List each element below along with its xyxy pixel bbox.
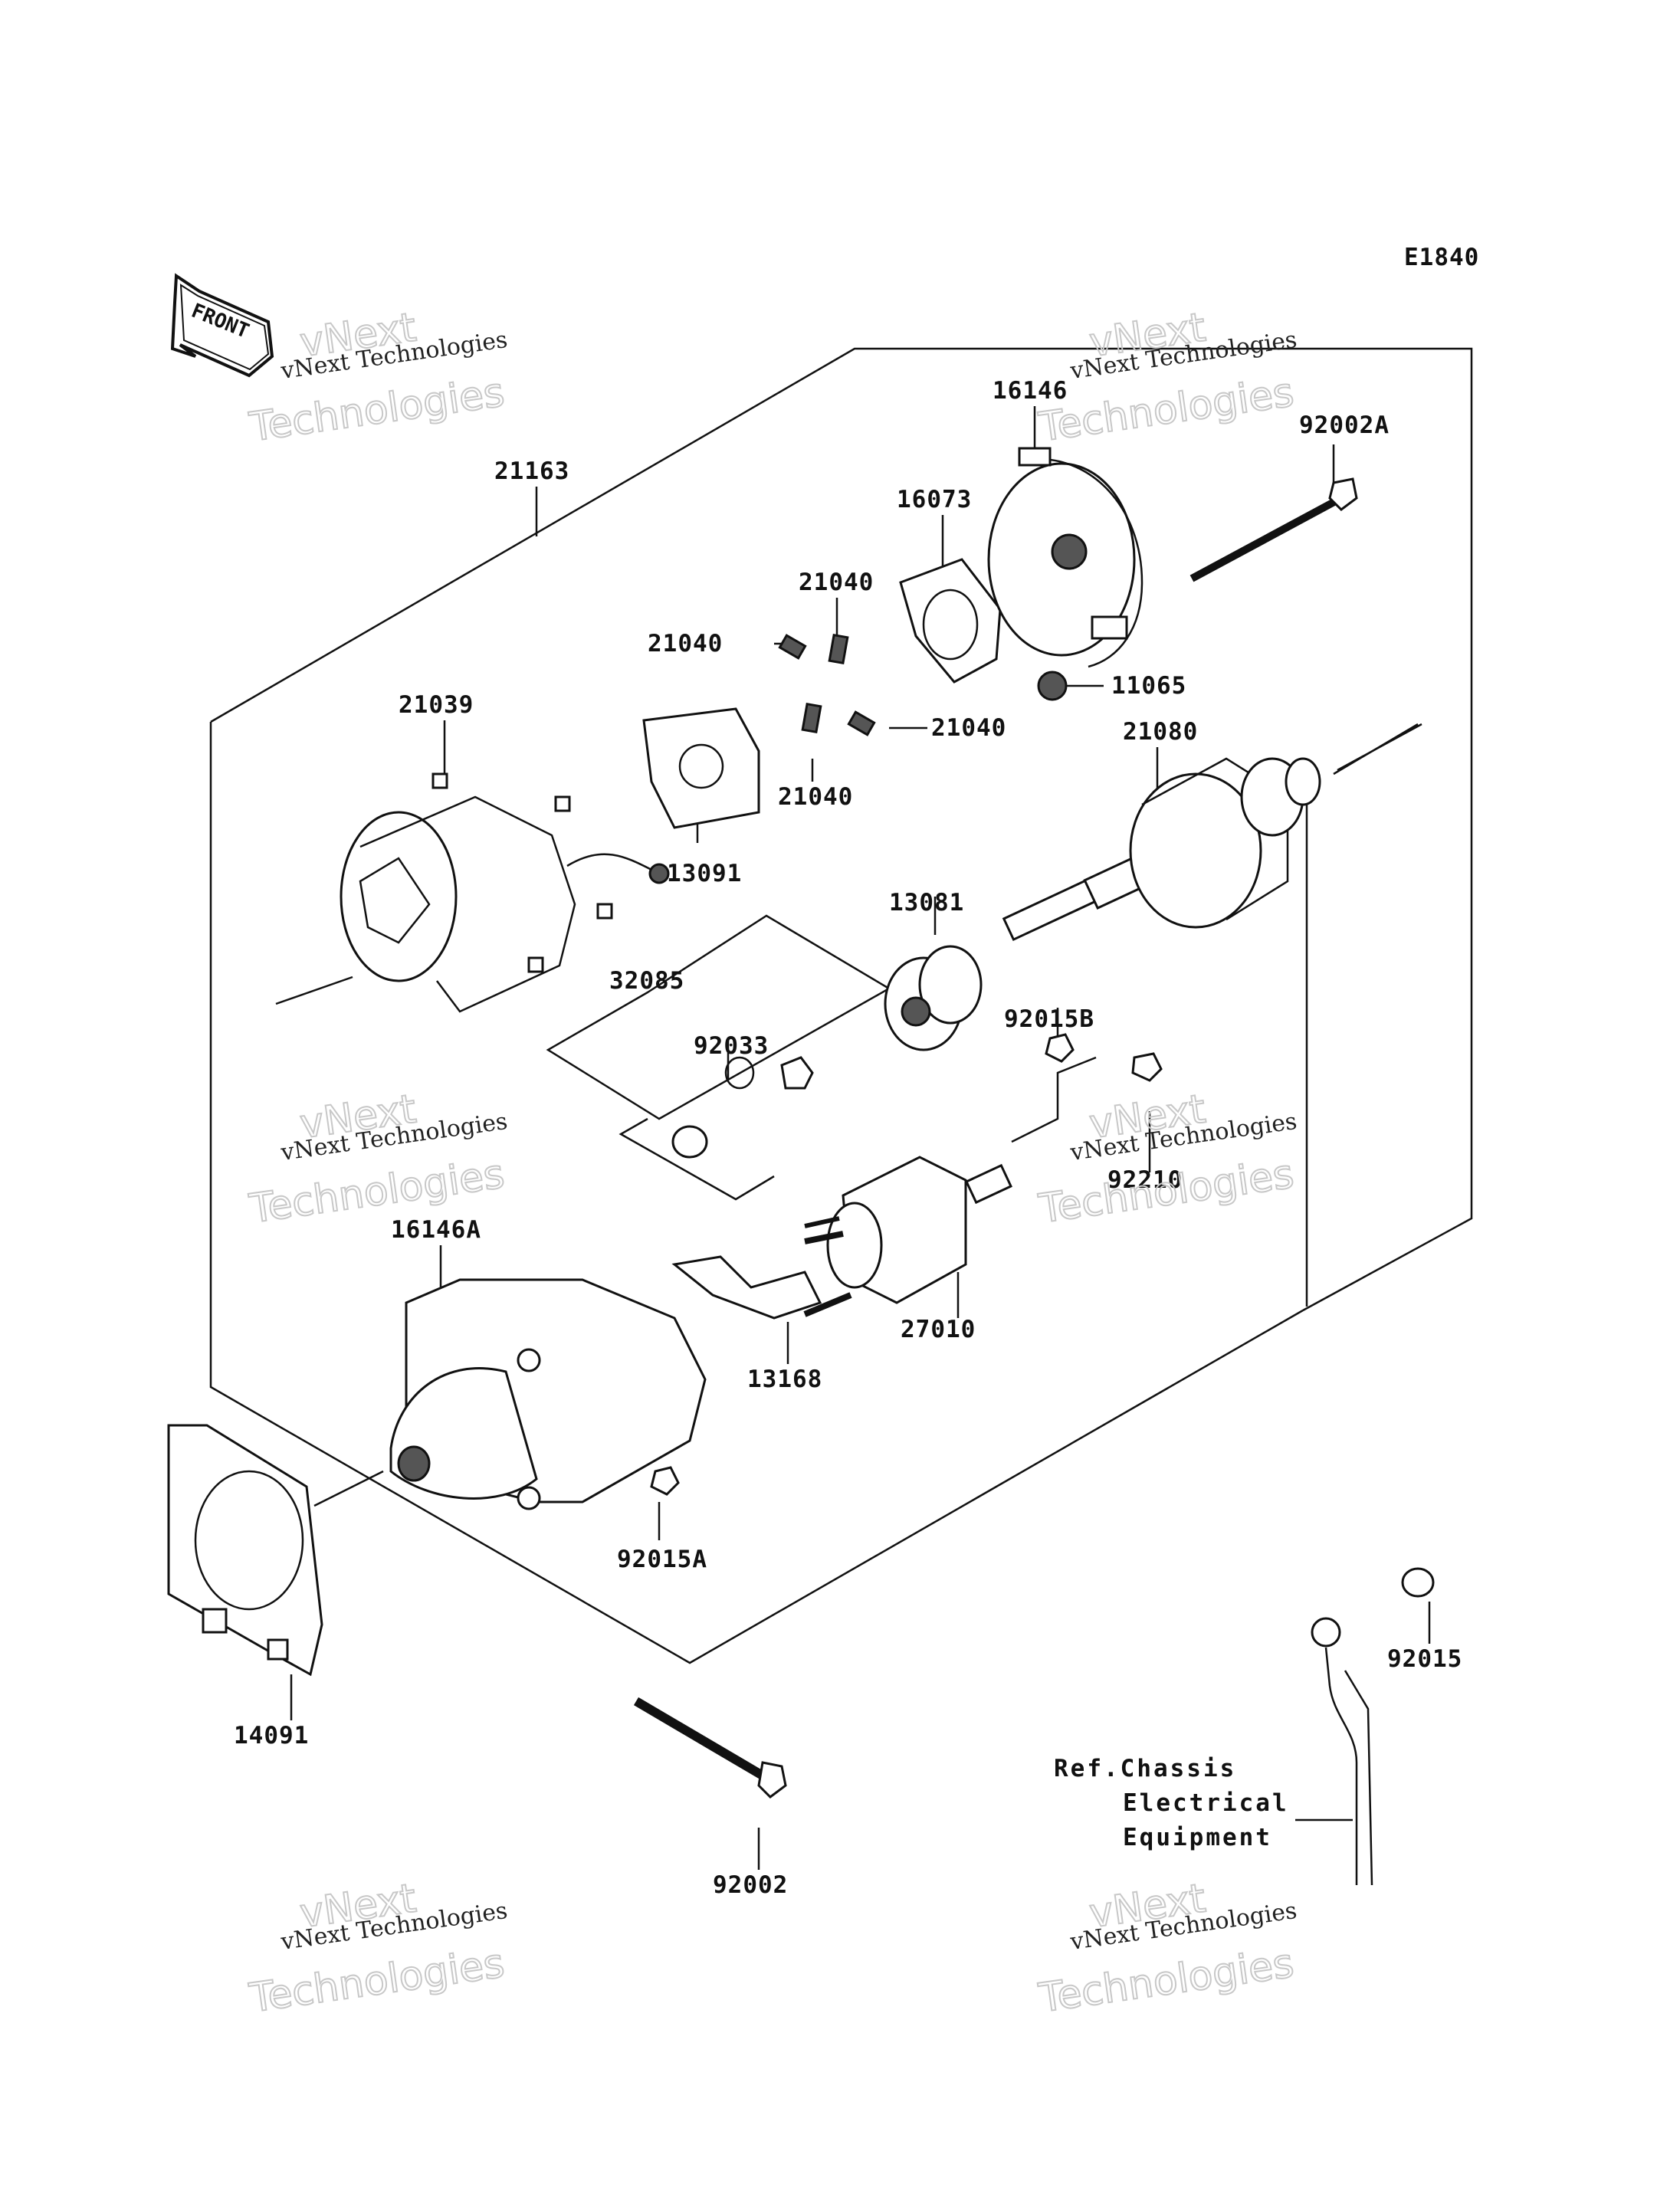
part-label-21163: 21163 xyxy=(494,457,569,485)
part-label-16146A: 16146A xyxy=(391,1216,481,1244)
part-labels: 21163 16146 92002A 16073 21040 21040 210… xyxy=(234,377,1462,1899)
cover-plate-14091 xyxy=(167,1424,323,1677)
brush-holder-13091 xyxy=(642,707,760,829)
solenoid-27010 xyxy=(803,1156,1012,1317)
watermark-bottom-right: vNext vNext Technologies Technologies xyxy=(1035,1874,1299,2022)
assembly-boundary xyxy=(209,347,1473,1664)
part-label-21080: 21080 xyxy=(1123,718,1198,746)
watermark-bottom-left: vNext vNext Technologies Technologies xyxy=(246,1874,510,2022)
part-label-27010: 27010 xyxy=(901,1316,976,1343)
part-label-92015A: 92015A xyxy=(617,1546,707,1573)
nut-92015A-icon xyxy=(650,1466,680,1496)
diagram-code: E1840 xyxy=(1404,244,1479,271)
watermark-top-left: vNext vNext Technologies Technologies xyxy=(246,303,510,451)
bolt-92002A xyxy=(1189,477,1358,582)
part-label-16146: 16146 xyxy=(993,377,1068,405)
lever-13168 xyxy=(671,1255,822,1320)
part-label-92033: 92033 xyxy=(694,1032,769,1060)
nut-92015B-icon xyxy=(1045,1033,1075,1063)
part-label-92002: 92002 xyxy=(713,1871,788,1899)
yoke-assembly-21039 xyxy=(340,772,670,1013)
part-label-13091: 13091 xyxy=(667,860,742,887)
front-arrow-icon: FRONT xyxy=(170,273,274,378)
washer-92015-icon xyxy=(1401,1567,1435,1598)
end-cover-16146 xyxy=(987,447,1144,668)
nut-92210-icon xyxy=(1131,1052,1163,1082)
part-label-21040-d: 21040 xyxy=(778,783,853,811)
watermark-mid-right: vNext vNext Technologies Technologies xyxy=(1035,1085,1299,1233)
washer-11065-icon xyxy=(1037,671,1068,701)
part-label-92210: 92210 xyxy=(1107,1166,1183,1194)
kit-parts-32085 xyxy=(671,1056,814,1159)
part-label-92015B: 92015B xyxy=(1004,1005,1094,1033)
reference-note-line2: Electrical xyxy=(1123,1789,1289,1817)
housing-16146A xyxy=(389,1278,707,1510)
leader-lines xyxy=(275,406,1431,1870)
reference-note-line1: Ref.Chassis xyxy=(1054,1755,1236,1782)
part-label-32085: 32085 xyxy=(609,967,684,995)
part-label-92015: 92015 xyxy=(1387,1645,1462,1673)
watermark-top-right: vNext vNext Technologies Technologies xyxy=(1035,303,1299,451)
cable-assembly xyxy=(1295,1617,1373,1886)
part-label-21040-b: 21040 xyxy=(648,630,723,657)
part-label-11065: 11065 xyxy=(1111,672,1186,700)
reference-note: Ref.Chassis Electrical Equipment xyxy=(1054,1755,1289,1851)
part-label-21040-c: 21040 xyxy=(931,714,1006,742)
armature-21080 xyxy=(1002,723,1422,942)
reference-note-line3: Equipment xyxy=(1123,1824,1272,1851)
part-label-14091: 14091 xyxy=(234,1722,309,1749)
part-label-21039: 21039 xyxy=(399,691,474,719)
part-label-21040-a: 21040 xyxy=(799,569,874,596)
bolt-92002 xyxy=(633,1697,787,1799)
plate-16073 xyxy=(899,558,1002,684)
clutch-13081 xyxy=(884,945,983,1051)
part-label-16073: 16073 xyxy=(897,486,972,513)
watermark-mid-left: vNext vNext Technologies Technologies xyxy=(246,1085,510,1233)
part-label-13081: 13081 xyxy=(889,889,964,917)
springs-21040 xyxy=(778,633,876,736)
part-label-92002A: 92002A xyxy=(1299,412,1390,439)
part-label-13168: 13168 xyxy=(747,1366,822,1393)
